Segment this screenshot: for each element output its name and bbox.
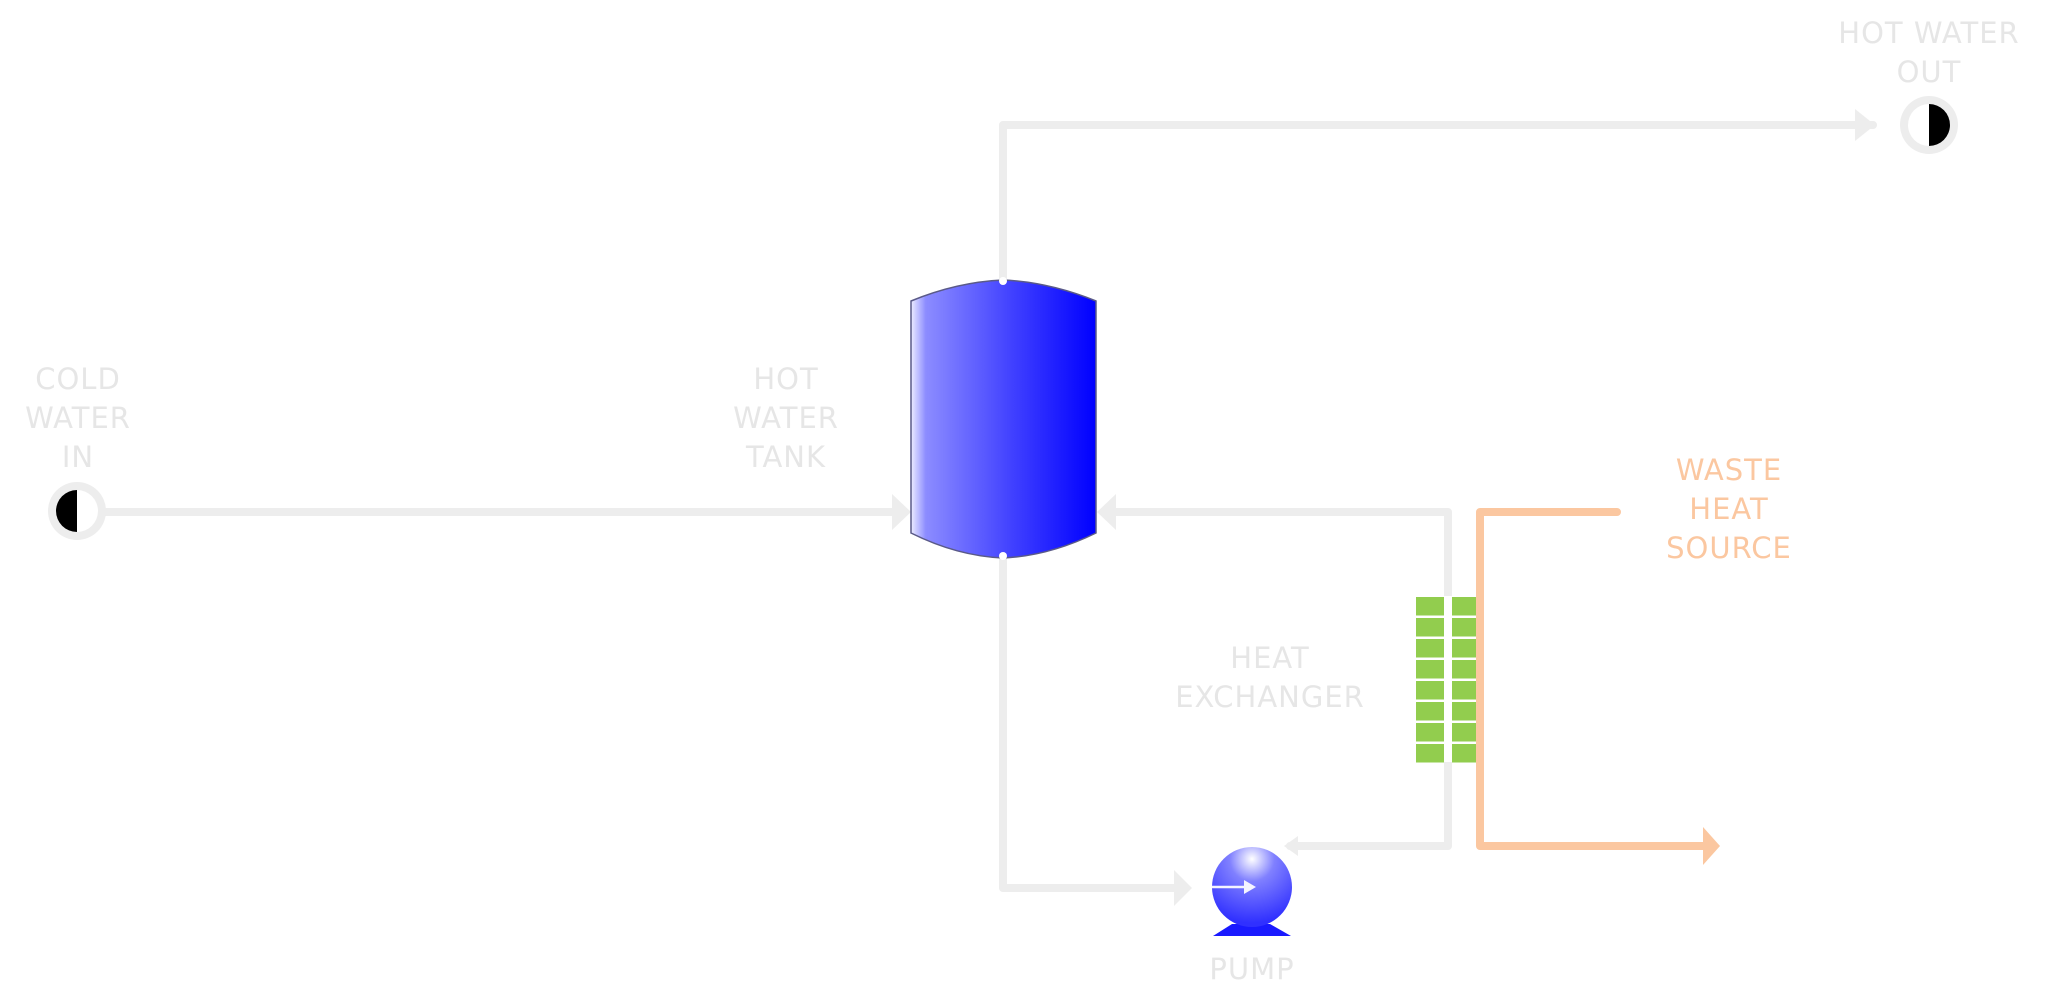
- heat-exchanger-plate: [1452, 618, 1480, 637]
- pipes: [101, 121, 1877, 892]
- pump-label: PUMP: [1172, 950, 1332, 989]
- heat-exchanger-plate: [1452, 597, 1480, 616]
- heat-exchanger-plate: [1452, 660, 1480, 679]
- heat-exchanger-plate: [1452, 639, 1480, 658]
- hot-water-tank-label-line-2: WATER: [733, 401, 839, 435]
- hot-water-tank-label-line-1: HOT: [753, 362, 819, 396]
- pipe-tank-to-pump: [999, 552, 1184, 892]
- arrow-into-tank-left: [892, 494, 911, 530]
- heat-exchanger-plate: [1416, 723, 1444, 742]
- heat-exchanger-label-line-1: HEAT: [1230, 641, 1310, 675]
- hot-water-tank-label-line-3: TANK: [745, 440, 826, 474]
- heat-exchanger-plate: [1416, 681, 1444, 700]
- arrow-from-pump: [1284, 836, 1298, 856]
- heat-exchanger-label: HEAT EXCHANGER: [1140, 639, 1400, 717]
- waste-heat-source-label-line-3: SOURCE: [1666, 531, 1792, 565]
- waste-heat-source-label-line-2: HEAT: [1689, 492, 1769, 526]
- pump-base: [1213, 924, 1291, 936]
- pipe-tank-to-hot-water-out: [999, 121, 1877, 287]
- arrow-into-pump: [1174, 870, 1192, 906]
- waste-heat-arrow: [1703, 827, 1720, 865]
- arrow-into-tank-right: [1097, 494, 1116, 530]
- heat-exchanger-plate: [1452, 681, 1480, 700]
- cold-water-in-label-line-3: IN: [61, 440, 95, 474]
- pump: [1212, 847, 1292, 936]
- pipe-arrows: [892, 109, 1875, 906]
- cold-water-in-terminal: [48, 482, 106, 540]
- hot-water-out-label-line-2: OUT: [1896, 55, 1962, 89]
- hot-water-tank: [910, 277, 1097, 560]
- waste-heat-source-label-line-1: WASTE: [1675, 453, 1783, 487]
- heat-exchanger-label-line-2: EXCHANGER: [1175, 680, 1365, 714]
- tank-top-nozzle: [999, 277, 1007, 285]
- waste-heat-pipe: [1476, 508, 1720, 865]
- hot-water-out-label-line-1: HOT WATER: [1838, 16, 2020, 50]
- cold-water-in-label: COLD WATER IN: [0, 360, 156, 477]
- cold-water-in-label-line-2: WATER: [25, 401, 131, 435]
- pump-arrow-icon: [1212, 880, 1256, 894]
- heat-exchanger-plate: [1452, 723, 1480, 742]
- heat-exchanger-plate: [1416, 744, 1444, 763]
- tank-bottom-nozzle: [999, 552, 1007, 560]
- heat-exchanger-plate: [1416, 660, 1444, 679]
- arrow-to-hot-water-out: [1855, 109, 1875, 141]
- heat-exchanger-plate: [1452, 744, 1480, 763]
- hot-water-out-terminal: [1900, 96, 1958, 154]
- heat-exchanger-plate: [1416, 597, 1444, 616]
- pump-label-line-1: PUMP: [1209, 952, 1295, 986]
- heat-exchanger-plate: [1416, 618, 1444, 637]
- heat-exchanger: [1415, 596, 1507, 763]
- heat-exchanger-plate: [1452, 702, 1480, 721]
- heat-exchanger-plate: [1416, 702, 1444, 721]
- waste-heat-source-label: WASTE HEAT SOURCE: [1636, 451, 1822, 568]
- hot-water-tank-label: HOT WATER TANK: [706, 360, 866, 477]
- heat-exchanger-plate: [1416, 639, 1444, 658]
- cold-water-in-label-line-1: COLD: [35, 362, 121, 396]
- hot-water-out-label: HOT WATER OUT: [1800, 14, 2048, 92]
